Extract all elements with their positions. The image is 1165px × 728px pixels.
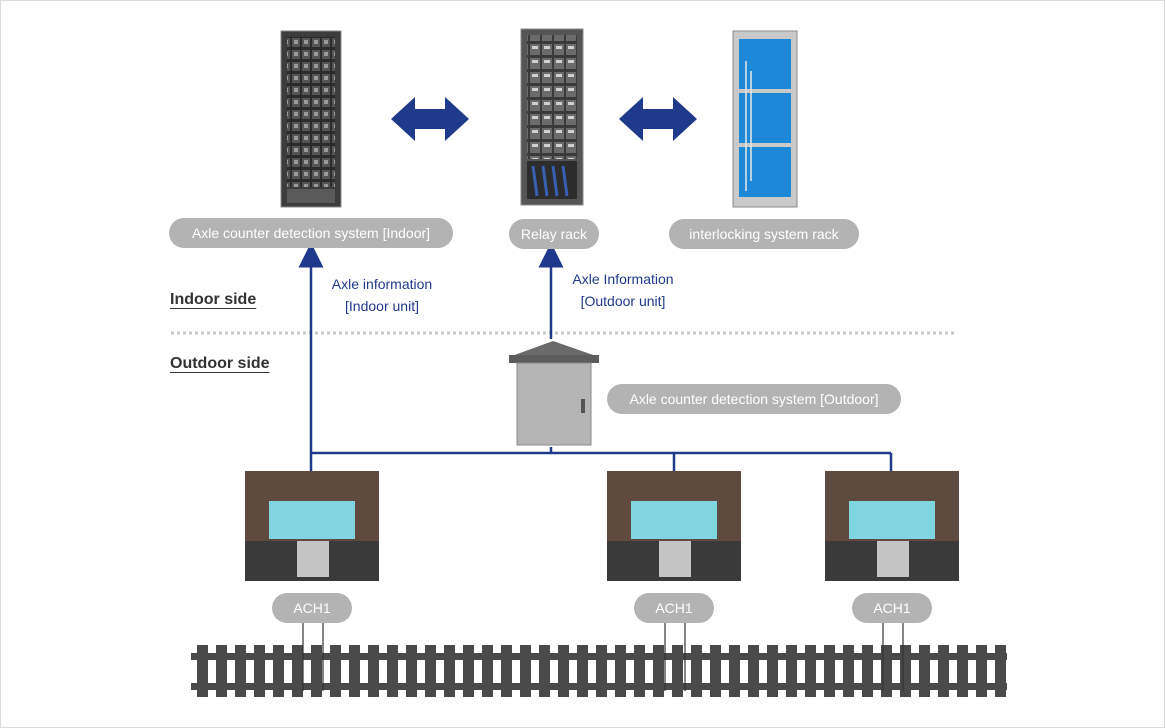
track-sleeper: [273, 645, 284, 697]
sensor-image-1: [245, 471, 379, 581]
track-sleeper: [691, 645, 702, 697]
track-sleeper: [653, 645, 664, 697]
connection-lines: [298, 242, 893, 471]
outdoor-flow-line1: Axle Information: [572, 271, 674, 287]
track-sleeper: [235, 645, 246, 697]
outdoor-flow-label: Axle Information [Outdoor unit]: [563, 268, 683, 312]
track-sleeper: [634, 645, 645, 697]
track-sleeper: [368, 645, 379, 697]
track-sleeper: [767, 645, 778, 697]
track-sleeper: [919, 645, 930, 697]
track-sleeper: [843, 645, 854, 697]
track-sleeper: [292, 645, 303, 697]
track-sleeper: [197, 645, 208, 697]
track-sleeper: [558, 645, 569, 697]
track-sleeper: [216, 645, 227, 697]
indoor-flow-line1: Axle information: [331, 276, 433, 292]
track-sleeper: [501, 645, 512, 697]
track-sleeper: [596, 645, 607, 697]
track-sleeper: [976, 645, 987, 697]
track-sleeper: [615, 645, 626, 697]
track-sleeper: [406, 645, 417, 697]
track-sleeper: [444, 645, 455, 697]
track-sleeper: [463, 645, 474, 697]
track-sleeper: [577, 645, 588, 697]
track-sleeper: [786, 645, 797, 697]
outdoor-system-label: Axle counter detection system [Outdoor]: [607, 384, 901, 414]
sensor-label-1: ACH1: [272, 593, 352, 623]
track-sleeper: [881, 645, 892, 697]
indoor-system-label: Axle counter detection system [Indoor]: [169, 218, 453, 248]
track-sleeper: [520, 645, 531, 697]
sensor-leads: [302, 621, 904, 691]
interlocking-rack-image: [732, 30, 798, 208]
track-sleeper: [805, 645, 816, 697]
relay-rack-image: [520, 28, 584, 206]
track-sleeper: [349, 645, 360, 697]
track-sleeper: [387, 645, 398, 697]
track-sleeper: [710, 645, 721, 697]
outdoor-cabinet-image: [509, 341, 599, 446]
outdoor-side-label: Outdoor side: [170, 355, 270, 372]
track-sleeper: [748, 645, 759, 697]
track-sleeper: [995, 645, 1006, 697]
track-sleeper: [862, 645, 873, 697]
outdoor-flow-line2: [Outdoor unit]: [580, 293, 666, 309]
sensor-label-3: ACH1: [852, 593, 932, 623]
track-sleeper: [672, 645, 683, 697]
track-sleeper: [938, 645, 949, 697]
track-sleeper: [330, 645, 341, 697]
relay-rack-label: Relay rack: [509, 219, 599, 249]
track-sleeper: [729, 645, 740, 697]
track-sleeper: [900, 645, 911, 697]
double-arrow-left: [391, 97, 469, 141]
interlocking-rack-label: interlocking system rack: [669, 219, 859, 249]
indoor-flow-label: Axle information [Indoor unit]: [323, 273, 441, 317]
indoor-flow-line2: [Indoor unit]: [345, 298, 419, 314]
track-sleeper: [311, 645, 322, 697]
track-sleeper: [254, 645, 265, 697]
sensor-label-2: ACH1: [634, 593, 714, 623]
track-sleeper: [824, 645, 835, 697]
railway-track: [191, 645, 1007, 697]
track-sleeper: [425, 645, 436, 697]
track-sleeper: [539, 645, 550, 697]
sensor-image-3: [825, 471, 959, 581]
track-sleeper: [957, 645, 968, 697]
double-arrow-right: [619, 97, 697, 141]
track-sleeper: [482, 645, 493, 697]
sensor-image-2: [607, 471, 741, 581]
indoor-side-label: Indoor side: [170, 291, 257, 308]
indoor-cabinet-image: [280, 30, 342, 208]
